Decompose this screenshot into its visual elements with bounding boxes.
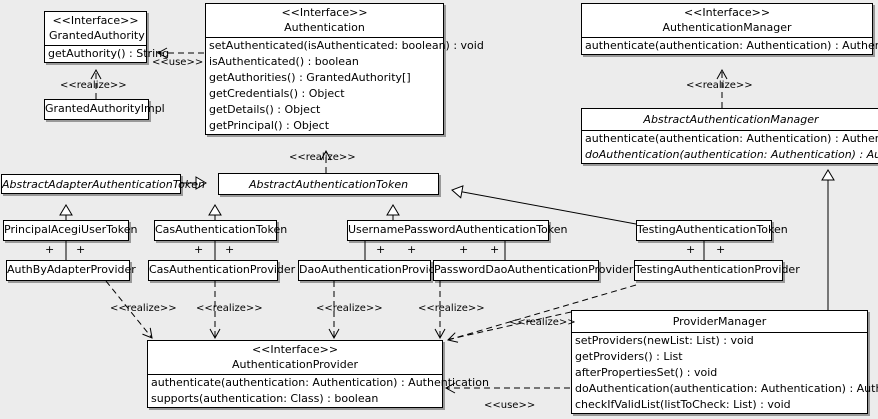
class-abstract-authentication-manager[interactable]: AbstractAuthenticationManager authentica… (581, 108, 878, 164)
class-name: PrincipalAcegiUserToken (4, 223, 138, 236)
operations-compartment: authenticate(authentication: Authenticat… (582, 130, 878, 163)
multiplicity-plus: + (225, 243, 235, 256)
class-header: <<Interface>> AuthenticationProvider (148, 341, 442, 374)
multiplicity-plus: + (407, 243, 417, 256)
multiplicity-plus: + (716, 243, 726, 256)
edge-label-realize-granted-authority: <<realize>> (60, 80, 127, 91)
edge-label-realize-authentication: <<realize>> (289, 152, 356, 163)
operations-compartment: authenticate(authentication: Authenticat… (582, 37, 878, 54)
class-auth-by-adapter-provider[interactable]: AuthByAdapterProvider (6, 260, 136, 281)
stereotype-label: <<Interface>> (683, 6, 771, 19)
stereotype-label: <<Interface>> (251, 343, 339, 356)
multiplicity-plus: + (194, 243, 204, 256)
class-header: ProviderManager (572, 311, 867, 332)
class-name: UsernamePasswordAuthenticationToken (348, 223, 568, 236)
class-name: TestingAuthenticationProvider (635, 263, 800, 276)
multiplicity-plus: + (490, 243, 500, 256)
operations-compartment: authenticate(authentication: Authenticat… (148, 374, 489, 407)
operation: setAuthenticated(isAuthenticated: boolea… (209, 39, 484, 52)
class-granted-authority-impl[interactable]: GrantedAuthorityImpl (44, 99, 165, 120)
class-name: AuthenticationManager (662, 21, 792, 34)
edge-label-realize-cas-authentication-provider: <<realize>> (196, 303, 263, 314)
class-authentication[interactable]: <<Interface>> Authentication setAuthenti… (205, 3, 484, 135)
multiplicity-plus: + (686, 243, 696, 256)
operation: getCredentials() : Object (209, 87, 345, 100)
operation: getDetails() : Object (209, 103, 321, 116)
class-name: GrantedAuthorityImpl (45, 102, 165, 115)
operations-compartment: setAuthenticated(isAuthenticated: boolea… (206, 37, 484, 134)
operation: authenticate(authentication: Authenticat… (585, 132, 878, 145)
operation: getAuthority() : String (48, 47, 170, 60)
edge-label-use-authentication-provider: <<use>> (484, 400, 536, 411)
operation: getPrincipal() : Object (209, 119, 330, 132)
edge-label-realize-testing-authentication-provider: <<realize>> (509, 317, 576, 328)
class-name: AuthByAdapterProvider (7, 263, 136, 276)
stereotype-label: <<Interface>> (52, 14, 139, 27)
edge-label-realize-authentication-manager: <<realize>> (686, 80, 753, 91)
class-authentication-manager[interactable]: <<Interface>> AuthenticationManager auth… (581, 3, 878, 55)
operation: checkIfValidList(listToCheck: List) : vo… (575, 398, 791, 411)
class-principal-acegi-user-token[interactable]: PrincipalAcegiUserToken (3, 220, 137, 241)
class-name: ProviderManager (672, 315, 767, 328)
edge-label-realize-dao-authentication-provider: <<realize>> (316, 303, 383, 314)
class-header: <<Interface>> AuthenticationManager (582, 4, 872, 37)
class-name: TestingAuthenticationToken (637, 223, 788, 236)
operation: setProviders(newList: List) : void (575, 334, 754, 347)
class-name: CasAuthenticationProvider (149, 263, 296, 276)
class-name: DaoAuthenticationProvider (299, 263, 447, 276)
operation: doAuthentication(authentication: Authent… (575, 382, 878, 395)
class-name: GrantedAuthority (49, 29, 145, 42)
operation: supports(authentication: Class) : boolea… (151, 392, 379, 405)
class-name: CasAuthenticationToken (155, 223, 288, 236)
multiplicity-plus: + (376, 243, 386, 256)
class-name: AbstractAuthenticationManager (643, 113, 819, 126)
class-header: <<Interface>> GrantedAuthority (45, 12, 146, 45)
class-testing-authentication-provider[interactable]: TestingAuthenticationProvider (634, 260, 800, 281)
operation: getProviders() : List (575, 350, 683, 363)
operations-compartment: getAuthority() : String (45, 45, 170, 62)
class-dao-authentication-provider[interactable]: DaoAuthenticationProvider (298, 260, 447, 281)
class-name: AbstractAuthenticationToken (248, 178, 409, 191)
class-abstract-adapter-authentication-token[interactable]: AbstractAdapterAuthenticationToken (1, 174, 205, 194)
operation: authenticate(authentication: Authenticat… (151, 376, 489, 389)
class-header: <<Interface>> Authentication (206, 4, 443, 37)
class-name: AuthenticationProvider (231, 358, 359, 371)
edge-label-realize-auth-by-adapter-provider: <<realize>> (110, 303, 177, 314)
class-provider-manager[interactable]: ProviderManager setProviders(newList: Li… (571, 310, 878, 414)
class-username-password-authentication-token[interactable]: UsernamePasswordAuthenticationToken (347, 220, 568, 241)
operation: afterPropertiesSet() : void (575, 366, 718, 379)
class-abstract-authentication-token[interactable]: AbstractAuthenticationToken (218, 173, 439, 195)
class-name: AbstractAdapterAuthenticationToken (2, 178, 205, 191)
operation: getAuthorities() : GrantedAuthority[] (209, 71, 411, 84)
stereotype-label: <<Interface>> (281, 6, 368, 19)
class-cas-authentication-token[interactable]: CasAuthenticationToken (154, 220, 287, 241)
class-password-dao-authentication-provider[interactable]: PasswordDaoAuthenticationProvider (433, 260, 633, 281)
class-name: Authentication (284, 21, 365, 34)
operation: authenticate(authentication: Authenticat… (585, 39, 878, 52)
class-header: AbstractAuthenticationManager (582, 109, 878, 130)
class-testing-authentication-token[interactable]: TestingAuthenticationToken (636, 220, 788, 241)
operation: isAuthenticated() : boolean (209, 55, 359, 68)
edge-label-use-granted-authority: <<use>> (152, 57, 204, 68)
edge-label-realize-password-dao-authentication-provider: <<realize>> (418, 303, 485, 314)
multiplicity-plus: + (459, 243, 469, 256)
class-name: PasswordDaoAuthenticationProvider (434, 263, 634, 276)
class-authentication-provider[interactable]: <<Interface>> AuthenticationProvider aut… (147, 340, 489, 408)
operations-compartment: setProviders(newList: List) : void getPr… (572, 332, 878, 413)
operation: doAuthentication(authentication: Authent… (585, 148, 878, 161)
class-granted-authority[interactable]: <<Interface>> GrantedAuthority getAuthor… (44, 11, 170, 63)
multiplicity-plus: + (76, 243, 86, 256)
class-cas-authentication-provider[interactable]: CasAuthenticationProvider (148, 260, 295, 281)
multiplicity-plus: + (45, 243, 55, 256)
